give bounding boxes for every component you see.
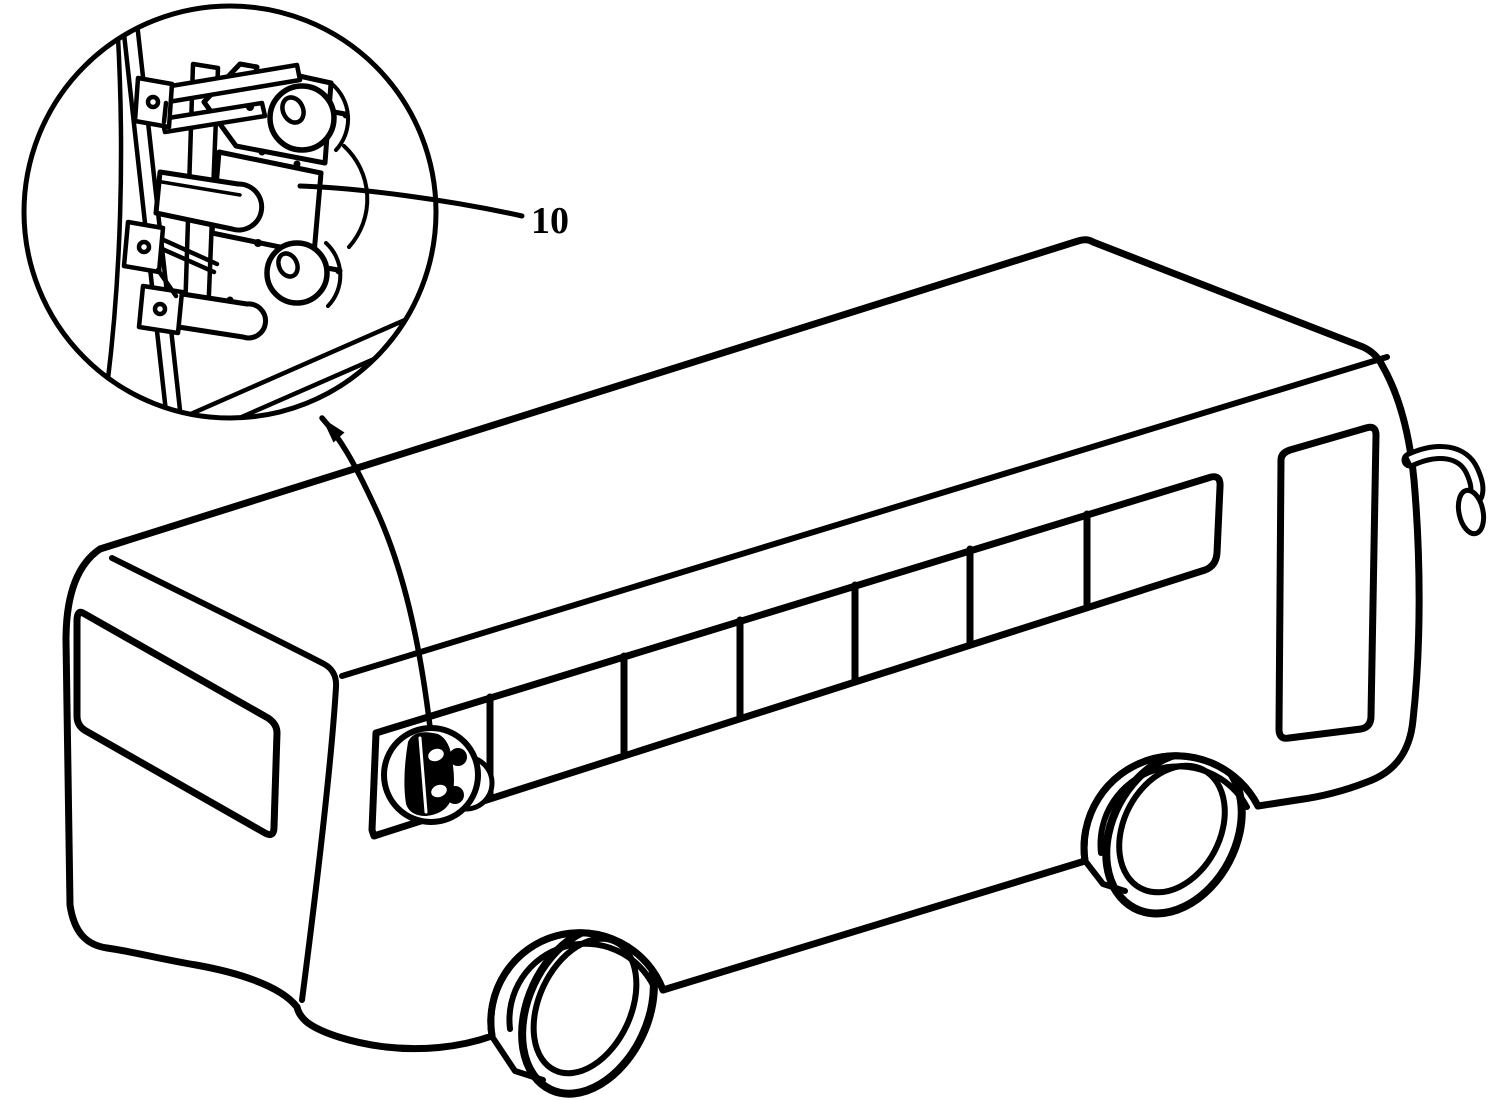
bus-drawing bbox=[62, 236, 1487, 1098]
device-roller-hole bbox=[428, 748, 444, 762]
side-mirror bbox=[1401, 444, 1487, 537]
rail-clamps bbox=[121, 75, 185, 336]
mirror-glass bbox=[1455, 487, 1487, 537]
mirror-arm-gap bbox=[1408, 449, 1481, 497]
side-window-band bbox=[368, 473, 1224, 840]
detail-callout bbox=[21, 3, 439, 421]
roller-top bbox=[267, 83, 350, 153]
callout-content bbox=[103, 11, 436, 418]
bus-rear-edge-line bbox=[109, 555, 340, 1003]
rear-window bbox=[73, 608, 281, 838]
front-arch-skirt bbox=[1083, 859, 1128, 894]
door-edge-line bbox=[103, 17, 124, 398]
device-roller bbox=[449, 748, 467, 766]
window-device bbox=[381, 725, 495, 825]
roller-bottom bbox=[264, 240, 343, 306]
pointer-arrow bbox=[319, 415, 433, 730]
arrowhead bbox=[322, 418, 345, 443]
mid-arm-inner-line bbox=[160, 180, 242, 197]
device-rail-slit bbox=[418, 736, 428, 814]
device-roller-hole bbox=[431, 784, 447, 798]
reference-label: 10 bbox=[531, 200, 569, 242]
window-band-outline bbox=[368, 473, 1224, 840]
bus-eave-line bbox=[339, 354, 1390, 679]
device-roller bbox=[446, 786, 464, 804]
front-door-window bbox=[1275, 423, 1380, 742]
leader-line bbox=[297, 183, 525, 219]
bolt-dots bbox=[226, 103, 301, 304]
rear-arch-skirt bbox=[490, 1035, 546, 1083]
lower-arm bbox=[169, 290, 268, 341]
backing-disc-arc bbox=[342, 144, 370, 249]
device-mechanism-blob bbox=[404, 732, 454, 816]
device-mechanism bbox=[121, 61, 370, 341]
front-wheel-arch bbox=[1080, 752, 1262, 894]
rear-wheel-arch bbox=[487, 929, 667, 1083]
